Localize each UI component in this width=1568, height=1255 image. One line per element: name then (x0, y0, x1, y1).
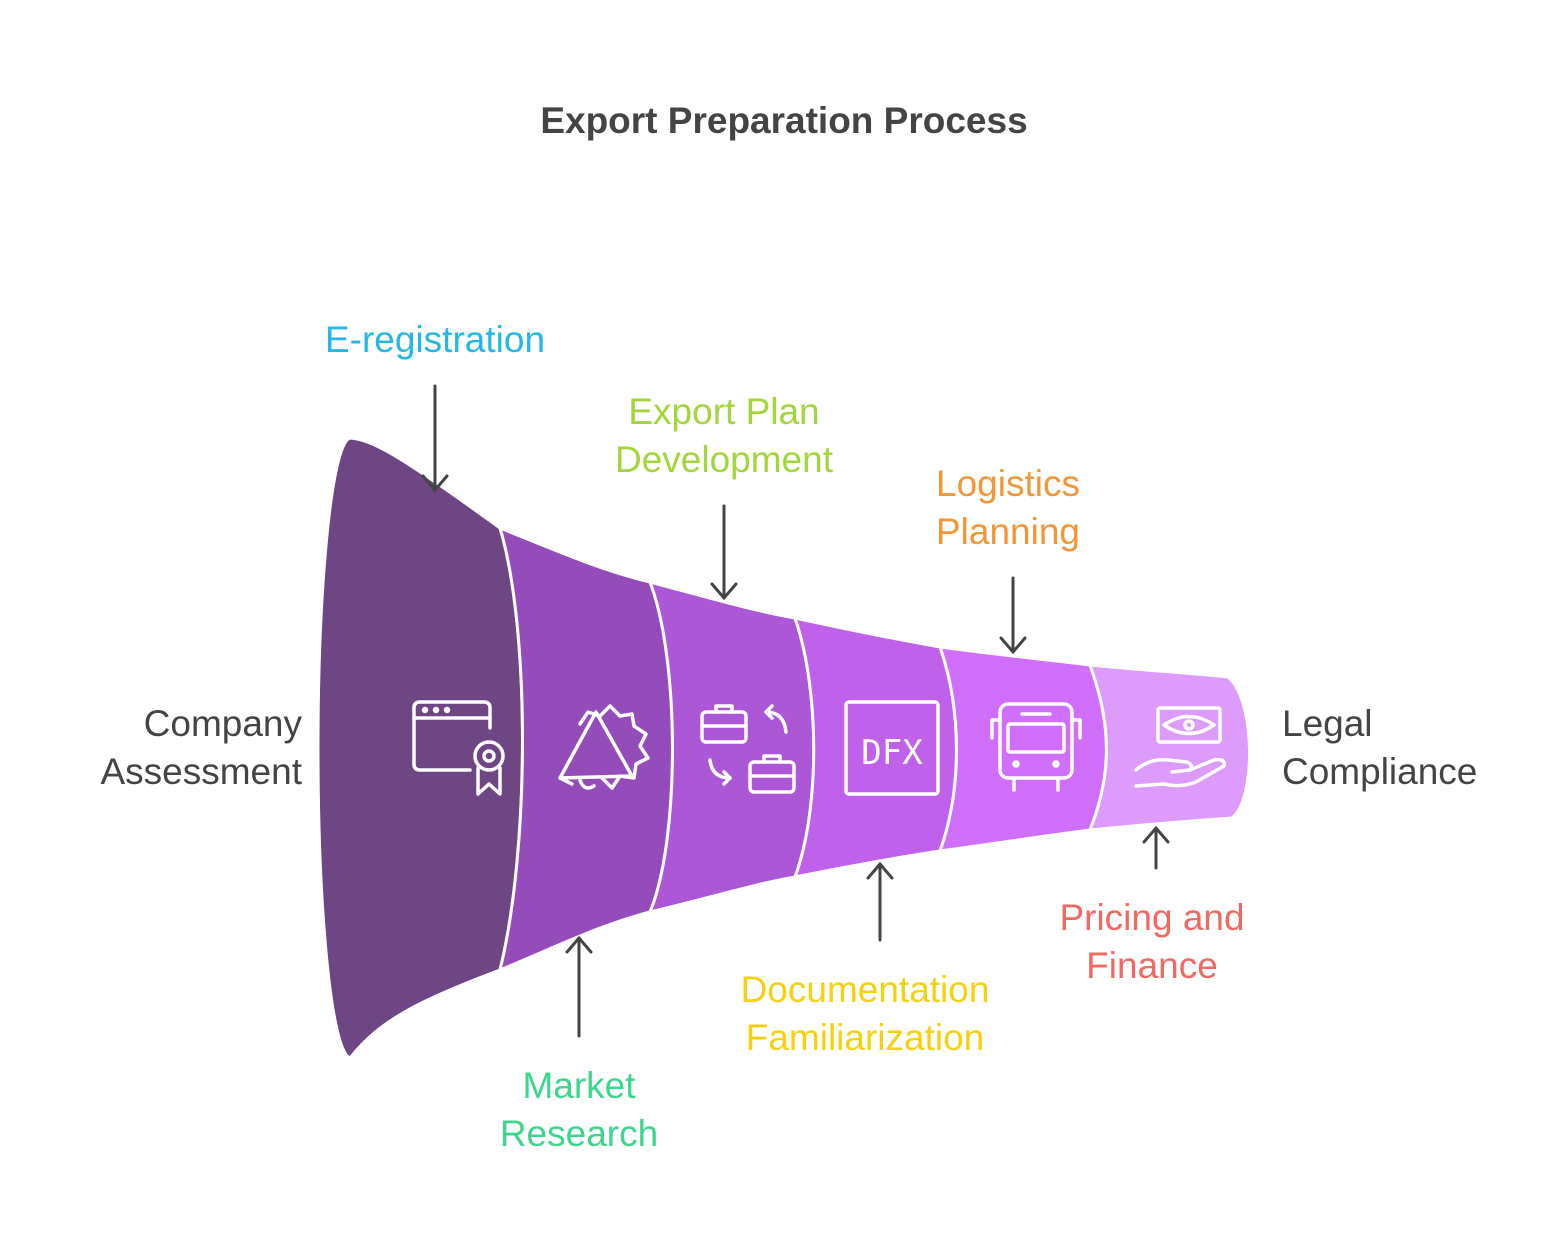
label-documentation-familiarization: Documentation Familiarization (740, 969, 990, 1058)
megaphone-badge-icon (558, 704, 650, 790)
arrow-e-registration (421, 384, 449, 493)
dfx-icon-text: DFX (861, 733, 923, 773)
label-pricing-and-finance: Pricing and Finance (1059, 897, 1245, 986)
label-export-plan-development: Export Plan Development (614, 391, 833, 480)
arrow-pricing (1142, 825, 1170, 870)
arrow-logistics (999, 576, 1027, 655)
funnel-segment-pricing-legal (1087, 663, 1252, 832)
funnel-segment-logistics (937, 645, 1108, 853)
certificate-browser-icon (412, 700, 505, 796)
arrow-export-plan (710, 504, 738, 601)
label-company-assessment: Company Assessment (100, 703, 302, 792)
cash-hand-icon (1134, 706, 1227, 788)
funnel-segment-export-plan (647, 579, 816, 915)
label-e-registration: E-registration (324, 319, 546, 360)
funnel-segment-company-assessment (316, 436, 524, 1060)
bus-icon (990, 702, 1082, 792)
briefcase-exchange-icon (700, 704, 796, 794)
label-legal-compliance: Legal Compliance (1282, 703, 1478, 792)
label-market-research: Market Research (499, 1065, 659, 1154)
label-logistics-planning: Logistics Planning (935, 463, 1080, 552)
arrow-documentation (866, 861, 894, 942)
arrow-market-research (565, 935, 593, 1038)
funnel-segment-market-research (497, 525, 674, 973)
diagram-title: Export Preparation Process (540, 100, 1028, 141)
dfx-document-icon: DFX (844, 700, 940, 796)
